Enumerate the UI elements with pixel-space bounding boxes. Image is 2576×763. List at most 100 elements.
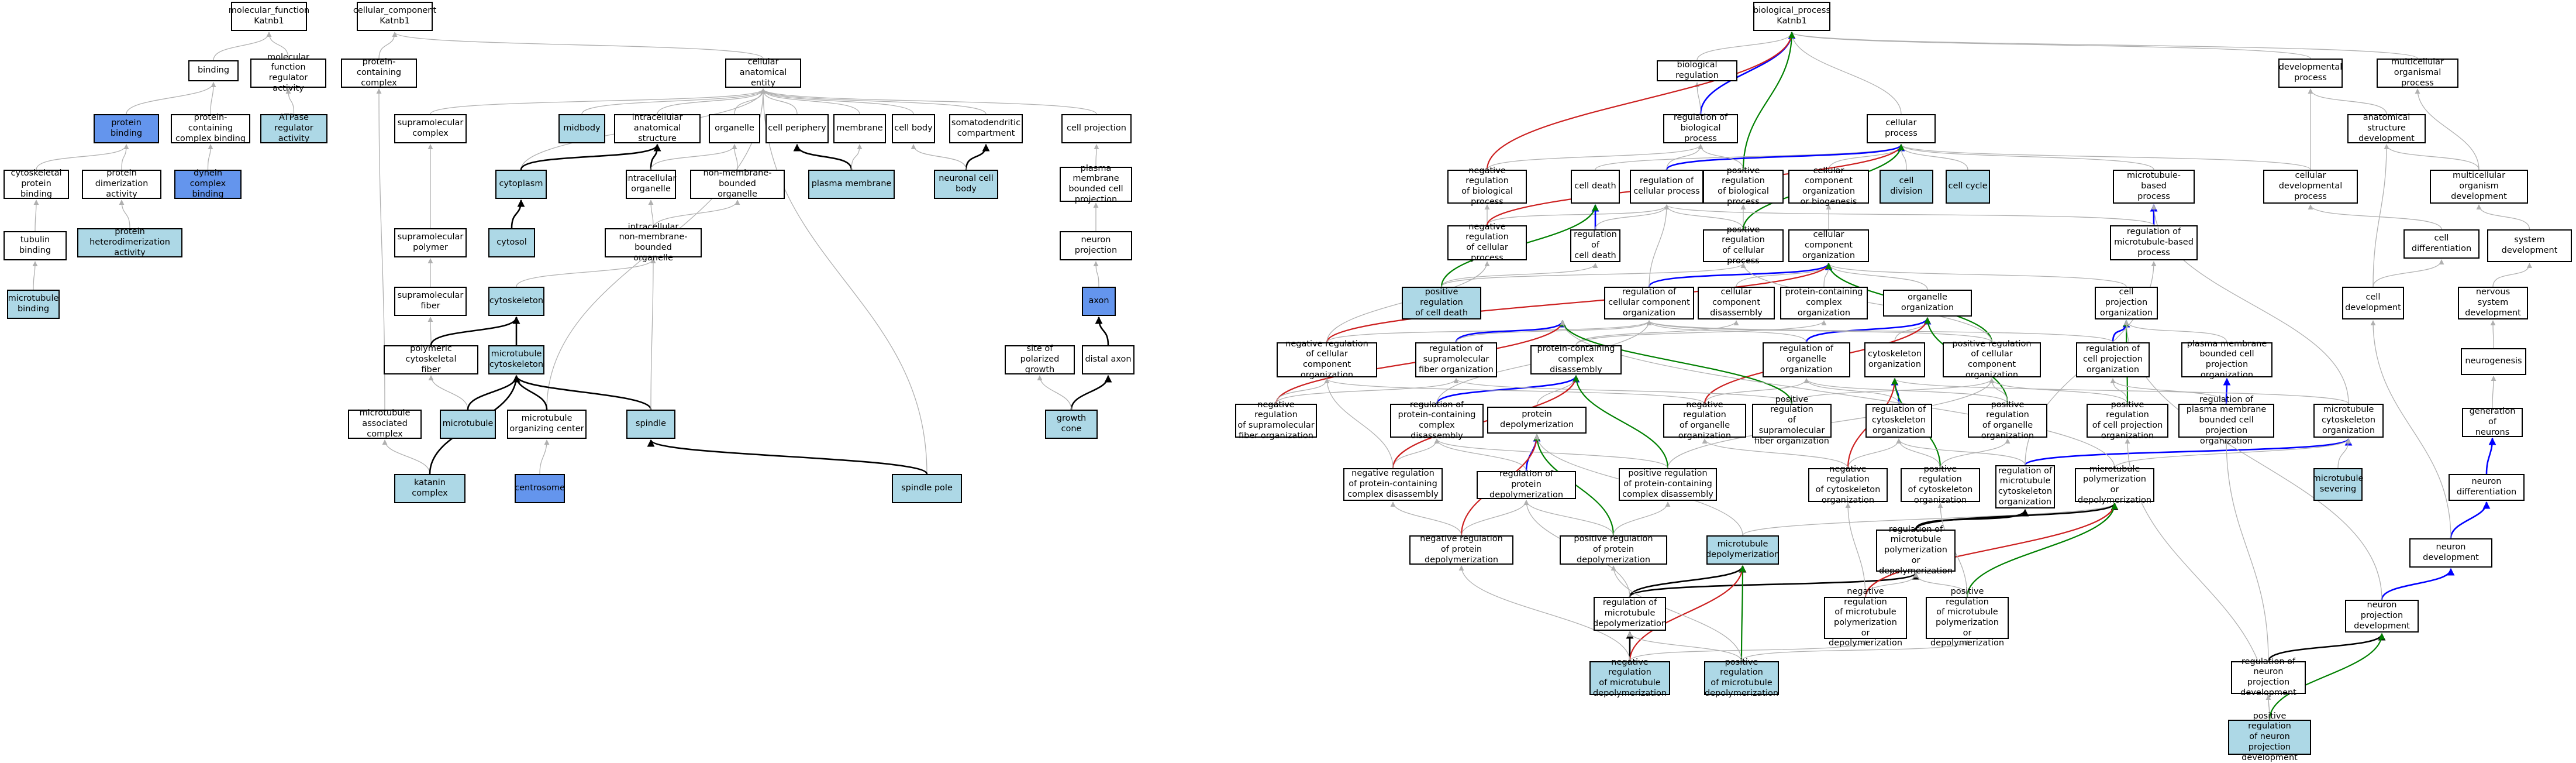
go-term-anatdev[interactable]: anatomical structure development bbox=[2347, 113, 2426, 143]
go-term-mtoc[interactable]: microtubule organizing center bbox=[507, 410, 587, 439]
go-term-negregmtdep[interactable]: negative regulation of microtubule depol… bbox=[1589, 658, 1670, 698]
go-term-regprotdepoly[interactable]: regulation of protein depolymerization bbox=[1477, 469, 1576, 500]
go-term-posregcd[interactable]: positive regulation of cell death bbox=[1402, 287, 1481, 319]
go-term-regcd[interactable]: regulation of cell death bbox=[1570, 229, 1620, 262]
go-term-atpase[interactable]: ATPase regulator activity bbox=[260, 113, 327, 143]
go-term-celldiff[interactable]: cell differentiation bbox=[2403, 229, 2480, 259]
go-term-cytoskbind[interactable]: cytoskeletal protein binding bbox=[4, 169, 69, 199]
go-term-pccbind[interactable]: protein-containing complex binding bbox=[171, 113, 250, 143]
go-term-regmtproc[interactable]: regulation of microtubule-based process bbox=[2110, 225, 2198, 260]
go-term-mtpolydep[interactable]: microtubule polymerization or depolymeri… bbox=[2075, 465, 2154, 505]
go-term-cytoplasm[interactable]: cytoplasm bbox=[495, 170, 547, 199]
go-term-mtproc[interactable]: microtubule-based process bbox=[2113, 170, 2195, 204]
go-term-multiproc[interactable]: multicellular organismal process bbox=[2377, 57, 2458, 88]
go-term-posregorg[interactable]: positive regulation of organelle organiz… bbox=[1968, 400, 2047, 441]
go-term-posregmtdep[interactable]: positive regulation of microtubule depol… bbox=[1704, 657, 1779, 698]
go-term-suppoly[interactable]: supramolecular polymer bbox=[394, 228, 467, 257]
go-term-celldeath[interactable]: cell death bbox=[1571, 170, 1620, 204]
go-term-ccorg2[interactable]: cellular component organization bbox=[1788, 229, 1869, 262]
go-term-polgrowth[interactable]: site of polarized growth bbox=[1005, 344, 1075, 374]
go-term-periphery[interactable]: cell periphery bbox=[765, 114, 829, 143]
go-term-cellproc[interactable]: cellular process bbox=[1867, 114, 1936, 143]
go-term-cytoskorg[interactable]: cytoskeleton organization bbox=[1864, 342, 1925, 377]
go-term-posregcproj[interactable]: positive regulation of cell projection o… bbox=[2087, 400, 2168, 441]
go-term-regbp[interactable]: regulation of biological process bbox=[1663, 113, 1738, 143]
go-term-neurondev[interactable]: neuron development bbox=[2409, 538, 2492, 568]
go-term-growthcone[interactable]: growth cone bbox=[1045, 410, 1098, 439]
go-term-negregcyto[interactable]: negative regulation of cytoskeleton orga… bbox=[1808, 465, 1888, 505]
go-term-intranmb[interactable]: intracellular non-membrane-bounded organ… bbox=[605, 222, 702, 263]
go-term-pmbcp[interactable]: plasma membrane bounded cell projection bbox=[1060, 164, 1132, 204]
go-term-protbind[interactable]: protein binding bbox=[94, 114, 159, 143]
go-term-mtbind[interactable]: microtubule binding bbox=[7, 290, 60, 319]
go-term-supfiber[interactable]: supramolecular fiber bbox=[394, 287, 467, 316]
go-term-celldev[interactable]: cellular developmental process bbox=[2263, 170, 2358, 204]
go-term-nsdev[interactable]: nervous system development bbox=[2458, 287, 2528, 319]
go-term-cellproj[interactable]: cell projection bbox=[1061, 114, 1132, 143]
go-term-neuronbody[interactable]: neuronal cell body bbox=[934, 170, 998, 199]
go-term-spindlepole[interactable]: spindle pole bbox=[892, 474, 962, 503]
go-term-neuronproj[interactable]: neuron projection bbox=[1060, 231, 1132, 260]
go-term-neurondiff[interactable]: neuron differentiation bbox=[2449, 474, 2525, 501]
go-term-cytoskel[interactable]: cytoskeleton bbox=[488, 287, 544, 316]
go-term-mtassoc[interactable]: microtubule associated complex bbox=[348, 408, 422, 439]
go-term-regorgorg[interactable]: regulation of organelle organization bbox=[1763, 342, 1850, 377]
go-term-neuronprojdev[interactable]: neuron projection development bbox=[2345, 600, 2419, 633]
go-term-organelle[interactable]: organelle bbox=[709, 114, 760, 143]
go-term-axon[interactable]: axon bbox=[1082, 287, 1116, 316]
go-term-posregcp[interactable]: positive regulation of cellular process bbox=[1703, 225, 1784, 266]
go-term-regccorg[interactable]: regulation of cellular component organiz… bbox=[1604, 287, 1694, 319]
go-term-regmtdepoly[interactable]: regulation of microtubule depolymerizati… bbox=[1593, 597, 1667, 631]
go-term-midbody[interactable]: midbody bbox=[558, 114, 605, 143]
go-term-negregsupfib[interactable]: negative regulation of supramolecular fi… bbox=[1235, 400, 1317, 441]
go-term-posregcyto[interactable]: positive regulation of cytoskeleton orga… bbox=[1901, 465, 1980, 505]
go-term-devproc[interactable]: developmental process bbox=[2278, 59, 2343, 88]
go-term-cellcycle[interactable]: cell cycle bbox=[1946, 170, 1990, 204]
go-term-negregbp[interactable]: negative regulation of biological proces… bbox=[1447, 166, 1527, 207]
go-term-cc[interactable]: cellular_component Katnb1 bbox=[353, 2, 436, 31]
go-term-somato[interactable]: somatodendritic compartment bbox=[949, 114, 1023, 143]
go-term-dimer[interactable]: protein dimerization activity bbox=[82, 169, 161, 199]
go-term-regcp[interactable]: regulation of cellular process bbox=[1630, 170, 1703, 204]
go-term-posregnpd[interactable]: positive regulation of neuron projection… bbox=[2228, 712, 2311, 762]
go-term-posregccorg[interactable]: positive regulation of cellular componen… bbox=[1943, 339, 2041, 380]
go-term-mt[interactable]: microtubule bbox=[440, 410, 496, 439]
go-term-posregbp[interactable]: positive regulation of biological proces… bbox=[1703, 166, 1784, 207]
go-term-posregpccdis[interactable]: positive regulation of protein-containin… bbox=[1619, 468, 1717, 501]
go-term-posregmtpoly[interactable]: positive regulation of microtubule polym… bbox=[1926, 587, 2009, 648]
go-term-bp[interactable]: biological_process Katnb1 bbox=[1753, 2, 1830, 31]
go-term-tubbind[interactable]: tubulin binding bbox=[4, 231, 67, 260]
go-term-dynein[interactable]: dynein complex binding bbox=[174, 169, 242, 199]
go-term-celldevp[interactable]: cell development bbox=[2342, 287, 2404, 319]
go-term-genneurons[interactable]: generation of neurons bbox=[2462, 407, 2523, 437]
go-term-regcprojorg[interactable]: regulation of cell projection organizati… bbox=[2076, 342, 2150, 377]
go-term-pmbcporg[interactable]: plasma membrane bounded cell projection … bbox=[2181, 339, 2272, 380]
go-term-ccorg[interactable]: cellular component organization or bioge… bbox=[1788, 166, 1869, 207]
go-term-posregsupfib[interactable]: positive regulation of supramolecular fi… bbox=[1752, 395, 1832, 446]
go-term-mtsever[interactable]: microtubule severing bbox=[2313, 468, 2363, 501]
go-term-hetero[interactable]: protein heterodimerization activity bbox=[77, 227, 182, 257]
go-term-cprojorg[interactable]: cell projection organization bbox=[2095, 287, 2158, 319]
go-term-distalaxon[interactable]: distal axon bbox=[1082, 345, 1134, 374]
go-term-regsupfib[interactable]: regulation of supramolecular fiber organ… bbox=[1415, 342, 1497, 377]
go-term-multidev[interactable]: multicellular organism development bbox=[2430, 170, 2528, 204]
go-term-mtdepoly[interactable]: microtubule depolymerization bbox=[1706, 535, 1780, 565]
go-term-pcc[interactable]: protein-containing complex bbox=[341, 57, 417, 88]
go-term-sysdev[interactable]: system development bbox=[2487, 229, 2572, 262]
go-term-cellbody[interactable]: cell body bbox=[892, 114, 935, 143]
go-term-mtcytoorg[interactable]: microtubule cytoskeleton organization bbox=[2313, 404, 2384, 438]
go-term-centrosome[interactable]: centrosome bbox=[515, 474, 565, 503]
go-term-katanin[interactable]: katanin complex bbox=[394, 474, 465, 503]
go-term-mtcyto[interactable]: microtubule cytoskeleton bbox=[488, 345, 544, 374]
go-term-pccorg[interactable]: protein-containing complex organization bbox=[1780, 287, 1868, 319]
go-term-regcytoorg[interactable]: regulation of cytoskeleton organization bbox=[1865, 404, 1932, 438]
go-term-intraorg[interactable]: intracellular organelle bbox=[626, 170, 676, 199]
go-term-mf[interactable]: molecular_function Katnb1 bbox=[229, 2, 309, 31]
go-term-ccdisasm[interactable]: cellular component disassembly bbox=[1698, 287, 1775, 319]
go-term-nonmemorg[interactable]: non-membrane-bounded organelle bbox=[690, 169, 785, 199]
go-term-posregprotdep[interactable]: positive regulation of protein depolymer… bbox=[1560, 534, 1667, 565]
go-term-regmtpoly[interactable]: regulation of microtubule polymerization… bbox=[1876, 525, 1956, 576]
go-term-membrane[interactable]: membrane bbox=[833, 114, 886, 143]
go-term-negregprotdep[interactable]: negative regulation of protein depolymer… bbox=[1409, 534, 1513, 565]
go-term-negregccorg[interactable]: negative regulation of cellular componen… bbox=[1277, 339, 1377, 380]
